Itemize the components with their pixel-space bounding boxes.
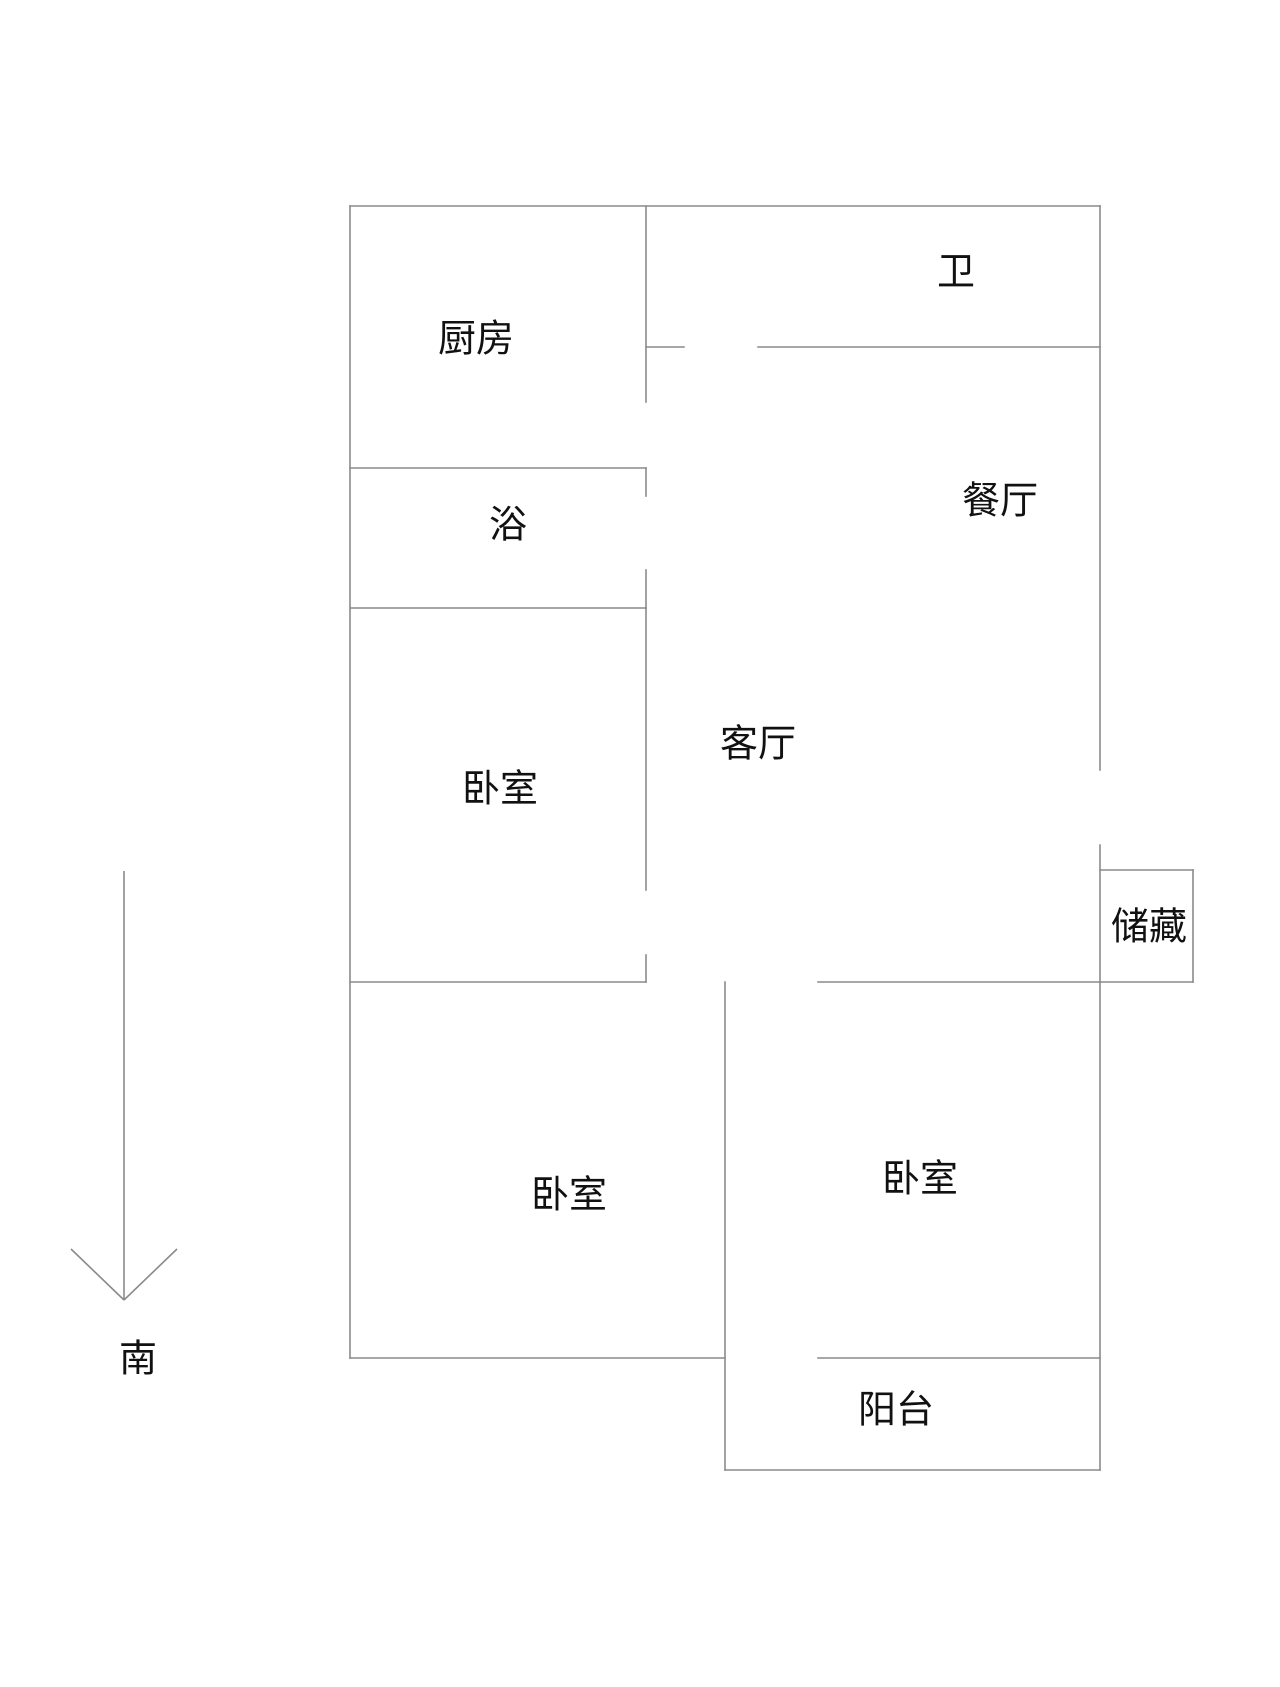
label-bedroom-1: 卧室 xyxy=(462,767,538,811)
label-kitchen: 厨房 xyxy=(438,317,514,361)
compass-direction-label: 南 xyxy=(119,1337,157,1381)
room-labels: 厨房 卫 浴 餐厅 客厅 卧室 卧室 卧室 储藏 阳台 xyxy=(438,250,1187,1432)
walls xyxy=(349,205,1194,1471)
label-dining: 餐厅 xyxy=(962,479,1038,523)
label-living: 客厅 xyxy=(720,722,796,766)
arrow-head-right xyxy=(123,1248,178,1301)
label-bedroom-2: 卧室 xyxy=(531,1173,607,1217)
label-storage: 储藏 xyxy=(1111,905,1187,949)
label-balcony: 阳台 xyxy=(858,1388,934,1432)
label-toilet: 卫 xyxy=(937,250,975,294)
label-bedroom-3: 卧室 xyxy=(882,1157,958,1201)
label-bath: 浴 xyxy=(489,503,527,547)
arrow-down-icon xyxy=(70,871,178,1301)
arrow-head-left xyxy=(70,1248,125,1301)
compass: 南 xyxy=(70,871,178,1381)
